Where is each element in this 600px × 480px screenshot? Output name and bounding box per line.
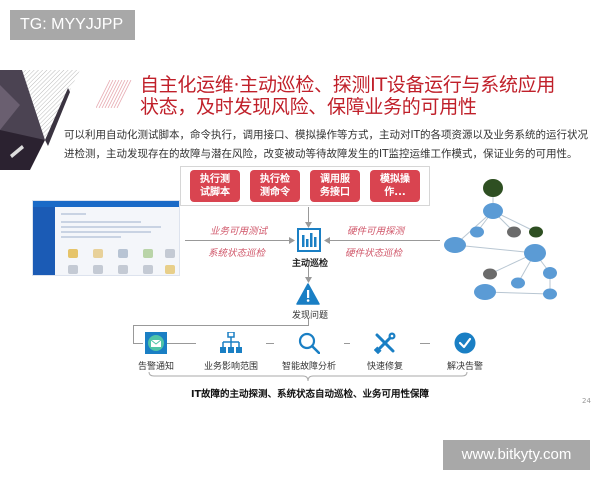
org-chart-icon [220, 332, 242, 353]
action-run-check-command: 执行检测命令 [250, 170, 300, 202]
magnifier-icon [298, 332, 320, 354]
action-call-service-api: 调用服务接口 [310, 170, 360, 202]
label-system-status-check: 系统状态巡检 [208, 248, 266, 259]
arrowhead-right-icon [289, 237, 295, 244]
title-line-1: 自主化运维·主动巡检、探测IT设备运行与系统应用 [140, 74, 556, 96]
watermark-bottom: www.bitkyty.com [443, 440, 590, 470]
arrowhead-down-icon [305, 277, 312, 283]
action-run-test-script: 执行测试脚本 [190, 170, 240, 202]
action-group: 执行测试脚本 执行检测命令 调用服务接口 模拟操作... [180, 166, 430, 206]
arrowhead-left-icon [324, 237, 330, 244]
connector-actions-to-center [308, 207, 309, 227]
page-number: 24 [582, 397, 591, 405]
label-hardware-status-check: 硬件状态巡检 [345, 248, 403, 259]
connector-issue-left [133, 325, 309, 326]
mail-icon [145, 332, 167, 354]
step-business-impact-scope: 业务影响范围 [196, 332, 266, 372]
center-label-active-inspection: 主动巡检 [291, 259, 328, 269]
resolution-steps: 告警通知 业务影响范围 智能故障分析 快速修复 [130, 332, 500, 372]
topology-diagram [444, 179, 557, 300]
watermark-top: TG: MYYJJPP [10, 10, 135, 40]
connector-center-to-issue [308, 267, 309, 281]
issue-found-label: 发现问题 [291, 311, 328, 321]
title-line-2: 状态，及时发现风险、保障业务的可用性 [140, 96, 477, 118]
connector-left-to-center [185, 240, 293, 241]
warning-icon [296, 283, 320, 305]
action-simulate-operation: 模拟操作... [370, 170, 420, 202]
step-resolve-alert: 解决告警 [430, 332, 500, 372]
arrowhead-down-icon [305, 222, 312, 228]
dashboard-screenshot-thumbnail [32, 200, 180, 276]
connector-right-to-center [326, 240, 440, 241]
corner-decoration [0, 70, 80, 170]
label-hardware-availability-probe: 硬件可用探测 [347, 226, 405, 237]
intro-paragraph: 可以利用自动化测试脚本，命令执行，调用接口、模拟操作等方式，主动对IT的各项资源… [64, 129, 589, 160]
tools-icon [374, 332, 396, 354]
slide-title: 自主化运维·主动巡检、探测IT设备运行与系统应用 状态，及时发现风险、保障业务的… [140, 74, 590, 118]
connector-issue-down [308, 318, 309, 325]
summary-caption: IT故障的主动探测、系统状态自动巡检、业务可用性保障 [190, 389, 429, 400]
label-business-availability-test: 业务可用测试 [210, 226, 268, 237]
step-quick-repair: 快速修复 [350, 332, 420, 372]
check-circle-icon [454, 332, 476, 354]
summary-brace [148, 372, 468, 382]
bar-chart-icon [297, 228, 321, 252]
step-intelligent-fault-analysis: 智能故障分析 [274, 332, 344, 372]
connector-into-first-step [133, 343, 143, 344]
connector-down-to-steps [133, 325, 134, 343]
title-stripe-decoration [96, 80, 132, 108]
step-alert-notification: 告警通知 [121, 332, 191, 372]
